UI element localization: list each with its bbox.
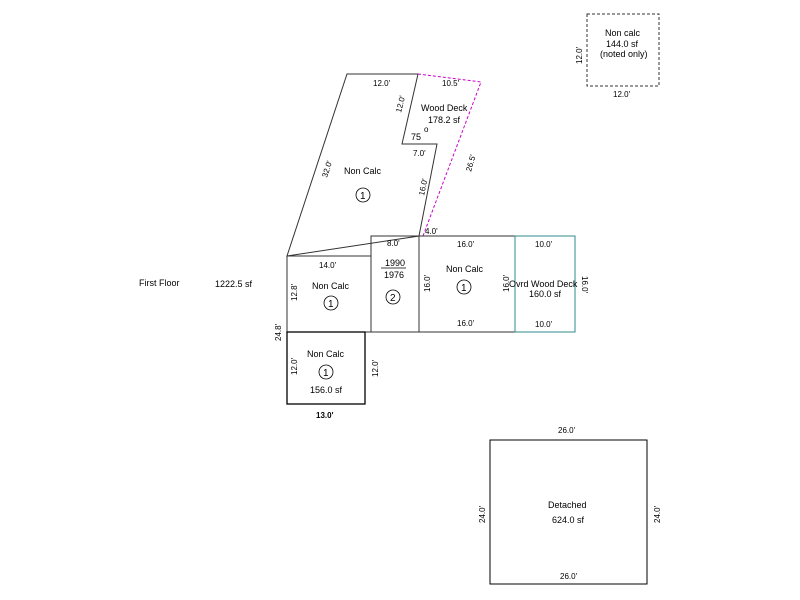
year-section-top-dim: 8.0' xyxy=(387,239,400,248)
detached-area: 624.0 sf xyxy=(552,515,585,525)
main-section-number-circle xyxy=(355,187,371,203)
covered-deck-area: 160.0 sf xyxy=(529,289,562,299)
year-section-number: 2 xyxy=(390,293,396,304)
floor-label: First Floor xyxy=(139,278,180,288)
wood-deck-area: 178.2 sf xyxy=(428,115,461,125)
lower-section-label: Non Calc xyxy=(307,349,345,359)
left-section-number-circle xyxy=(323,295,339,311)
non-calc-note-label: Non calc xyxy=(605,28,641,38)
wood-deck-degree: o xyxy=(424,125,429,134)
year-built: 1990 xyxy=(385,258,405,268)
lower-section-number: 1 xyxy=(323,368,329,379)
right-section-left-dim: 16.0' xyxy=(423,274,432,292)
wood-deck-right-dim: 26.5' xyxy=(464,153,477,172)
main-step2-dim: 4.0' xyxy=(425,227,438,236)
non-calc-note-outline xyxy=(586,13,660,87)
covered-deck-bottom-dim: 10.0' xyxy=(535,320,553,329)
right-section-outline xyxy=(418,235,516,333)
right-section-top-dim: 16.0' xyxy=(457,240,475,249)
non-calc-note-area: 144.0 sf xyxy=(606,39,639,49)
right-section-bottom-dim: 16.0' xyxy=(457,319,475,328)
wood-deck-top-dim: 10.5' xyxy=(442,79,460,88)
lower-section-outline xyxy=(286,331,366,405)
right-section-right-dim: 16.0' xyxy=(502,274,511,292)
main-step-dim: 7.0' xyxy=(413,149,426,158)
detached-outline xyxy=(489,439,648,585)
detached-top-dim: 26.0' xyxy=(558,426,576,435)
right-section-label: Non Calc xyxy=(446,264,484,274)
main-right-upper-dim: 12.0' xyxy=(394,94,407,113)
lower-section-right-dim: 12.0' xyxy=(371,359,380,377)
floor-area: 1222.5 sf xyxy=(215,279,253,289)
covered-deck-right-dim: 16.0' xyxy=(580,276,589,294)
main-left-dim: 32.0' xyxy=(320,159,334,178)
wood-deck-outline xyxy=(417,73,482,237)
year-effective: 1976 xyxy=(384,270,404,280)
year-section-number-circle xyxy=(385,289,401,305)
detached-label: Detached xyxy=(548,500,587,510)
lower-section-area: 156.0 sf xyxy=(310,385,343,395)
main-top-dim: 12.0' xyxy=(373,79,391,88)
right-section-number: 1 xyxy=(461,283,467,294)
covered-deck-label: Ovrd Wood Deck xyxy=(509,279,578,289)
left-section-number: 1 xyxy=(328,299,334,310)
lower-section-bottom-dim: 13.0' xyxy=(316,411,334,420)
year-section-outline xyxy=(370,235,420,333)
covered-deck-top-dim: 10.0' xyxy=(535,240,553,249)
left-section-top-dim: 14.0' xyxy=(319,261,337,270)
non-calc-note-left-dim: 12.0' xyxy=(575,46,584,64)
detached-right-dim: 24.0' xyxy=(653,505,662,523)
left-section-left-dim: 12.8' xyxy=(290,283,299,301)
main-section-outline xyxy=(286,73,438,257)
non-calc-note-bottom-dim: 12.0' xyxy=(613,90,631,99)
floor-outer-left-dim: 24.8' xyxy=(274,323,283,341)
lower-section-number-circle xyxy=(318,364,334,380)
wood-deck-label: Wood Deck xyxy=(421,103,468,113)
wood-deck-angle: 75 xyxy=(411,132,421,142)
left-section-label: Non Calc xyxy=(312,281,350,291)
main-right-lower-dim: 16.0' xyxy=(417,177,429,196)
detached-left-dim: 24.0' xyxy=(478,505,487,523)
lower-section-left-dim: 12.0' xyxy=(290,357,299,375)
detached-bottom-dim: 26.0' xyxy=(560,572,578,581)
right-section-number-circle xyxy=(456,279,472,295)
non-calc-note-text: (noted only) xyxy=(600,49,648,59)
main-section-number: 1 xyxy=(360,191,366,202)
covered-deck-outline xyxy=(514,235,576,333)
main-section-label: Non Calc xyxy=(344,166,382,176)
